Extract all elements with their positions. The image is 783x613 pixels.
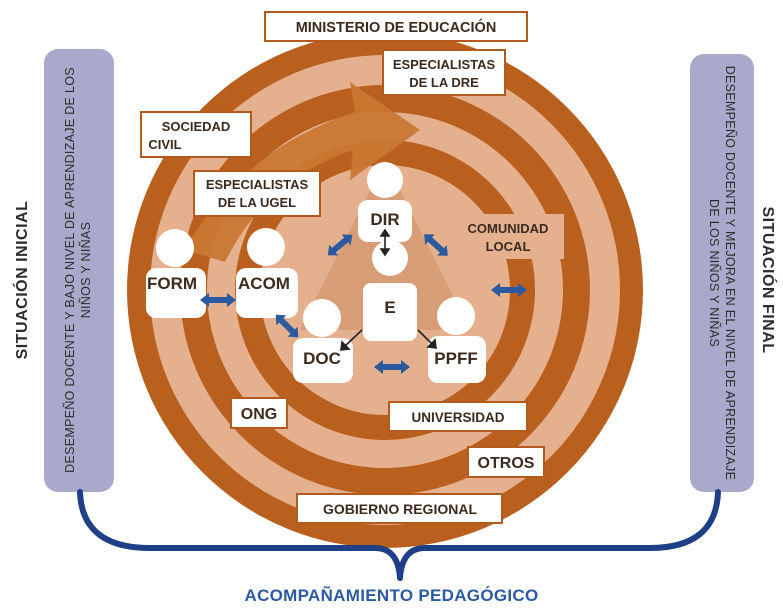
situacion-inicial-title: SITUACIÓN INICIAL (14, 200, 31, 360)
right-panel-description-wrap: DESEMPEÑO DOCENTE Y MEJORA EN EL NIVEL D… (704, 63, 740, 483)
acompanamiento-footer: ACOMPAÑAMIENTO PEDAGÓGICO (244, 586, 539, 605)
actor-form-label: FORM (147, 274, 197, 293)
situacion-final-title: SITUACIÓN FINAL (759, 206, 776, 354)
actor-ppff-label: PPFF (434, 349, 477, 368)
box-ong: ONG (230, 397, 288, 429)
actor-doc-label: DOC (303, 349, 341, 368)
box-universidad: UNIVERSIDAD (388, 401, 528, 432)
actor-e-label: E (384, 298, 395, 317)
right-panel-description: DESEMPEÑO DOCENTE Y MEJORA EN EL NIVEL D… (707, 65, 737, 481)
actor-acom-label: ACOM (238, 274, 290, 293)
box-comunidad-local: COMUNIDAD LOCAL (452, 214, 564, 259)
box-ministerio: MINISTERIO DE EDUCACIÓN (264, 11, 528, 42)
box-dre: ESPECIALISTAS DE LA DRE (382, 49, 506, 96)
person-doc-icon (293, 299, 353, 383)
right-panel-bg (690, 54, 754, 492)
actor-dir-label: DIR (370, 210, 399, 229)
person-ppff-icon (428, 297, 486, 383)
svg-text:CIVIL: CIVIL (148, 137, 181, 152)
svg-text:DE LA DRE: DE LA DRE (409, 75, 479, 90)
blue-double-arrows (200, 234, 527, 374)
svg-text:OTROS: OTROS (478, 455, 535, 472)
svg-text:GOBIERNO REGIONAL: GOBIERNO REGIONAL (323, 501, 477, 517)
box-gobierno-regional: GOBIERNO REGIONAL (296, 493, 503, 524)
svg-text:UNIVERSIDAD: UNIVERSIDAD (411, 410, 504, 425)
svg-text:ONG: ONG (241, 406, 277, 423)
brace-icon (77, 489, 721, 581)
svg-text:ESPECIALISTAS: ESPECIALISTAS (206, 177, 309, 192)
person-form-icon (146, 229, 206, 318)
left-panel-description: DESEMPEÑO DOCENTE Y BAJO NIVEL DE APREND… (63, 67, 93, 473)
svg-text:ESPECIALISTAS: ESPECIALISTAS (393, 57, 496, 72)
person-e-icon (363, 240, 417, 341)
box-sociedad-civil: SOCIEDAD CIVIL (140, 111, 252, 158)
person-acom-icon (236, 228, 298, 318)
svg-text:LOCAL: LOCAL (486, 239, 531, 254)
left-panel-description-wrap: DESEMPEÑO DOCENTE Y BAJO NIVEL DE APREND… (60, 60, 96, 480)
svg-text:COMUNIDAD: COMUNIDAD (468, 221, 549, 236)
svg-text:SOCIEDAD: SOCIEDAD (162, 119, 231, 134)
svg-text:DE LA UGEL: DE LA UGEL (218, 195, 296, 210)
person-dir-icon (358, 162, 412, 242)
box-ugel: ESPECIALISTAS DE LA UGEL (193, 170, 321, 217)
svg-text:MINISTERIO DE EDUCACIÓN: MINISTERIO DE EDUCACIÓN (296, 18, 497, 36)
left-panel-bg (44, 49, 114, 492)
box-otros: OTROS (467, 446, 545, 478)
thin-connector-arrows (340, 228, 437, 351)
